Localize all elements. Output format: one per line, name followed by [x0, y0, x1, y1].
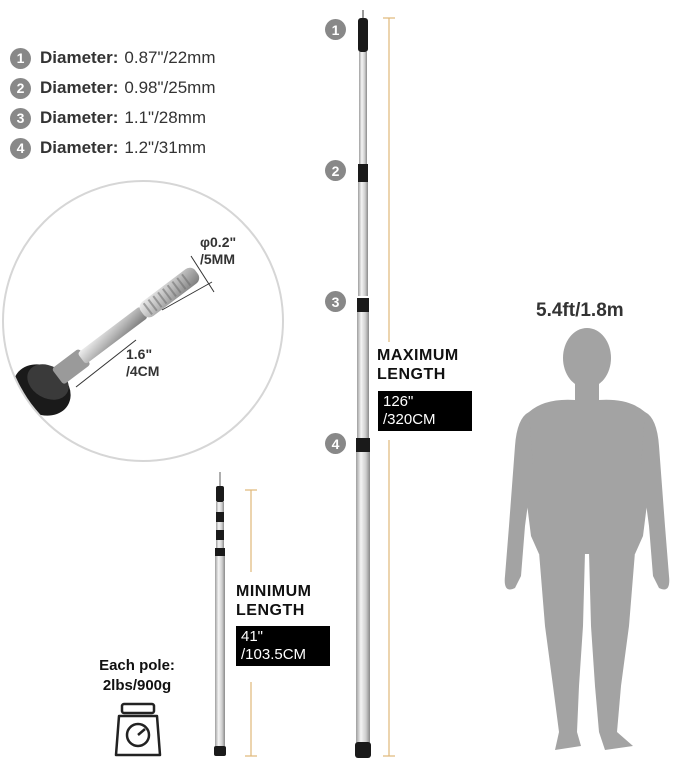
extended-pole: [355, 10, 371, 758]
maximum-title-line2: LENGTH: [377, 366, 446, 383]
spec-label: Diameter:: [40, 138, 119, 157]
person-height-label: 5.4ft/1.8m: [536, 300, 624, 321]
pin-length-label: 1.6" /4CM: [126, 346, 159, 380]
spec-label: Diameter:: [40, 108, 119, 127]
person-silhouette-icon: [504, 328, 670, 750]
pole-weight-label: Each pole: 2lbs/900g: [82, 656, 192, 696]
collapsed-pole: [214, 472, 226, 756]
minimum-length-title: MINIMUM LENGTH: [236, 582, 311, 620]
spec-value: 0.87"/22mm: [124, 48, 216, 67]
maximum-value-cm: /320CM: [383, 411, 436, 428]
pin-length-inch: 1.6": [126, 346, 153, 362]
section-marker-2: 2: [325, 160, 346, 181]
diameter-spec-3: 3 Diameter: 1.1"/28mm: [10, 106, 206, 130]
maximum-value-inch: 126": [383, 393, 414, 410]
weight-line2: 2lbs/900g: [102, 677, 172, 694]
minimum-value-cm: /103.5CM: [241, 646, 307, 663]
spec-label: Diameter:: [40, 48, 119, 67]
number-4-icon: 4: [10, 137, 31, 159]
section-marker-1: 1: [325, 19, 346, 40]
pin-diameter-inch: φ0.2": [200, 234, 237, 250]
section-marker-3: 3: [325, 291, 346, 312]
maximum-title-line1: MAXIMUM: [377, 347, 459, 364]
number-3-icon: 3: [10, 107, 31, 129]
pole-tip-detail-zoom: φ0.2" /5MM 1.6" /4CM: [2, 180, 284, 462]
pole-tip-illustration: [13, 255, 215, 416]
pin-length-cm: /4CM: [126, 363, 160, 379]
spec-label: Diameter:: [40, 78, 119, 97]
spec-value: 0.98"/25mm: [124, 78, 216, 97]
maximum-length-title: MAXIMUM LENGTH: [377, 346, 459, 384]
diameter-spec-4: 4 Diameter: 1.2"/31mm: [10, 136, 206, 160]
minimum-title-line2: LENGTH: [236, 602, 305, 619]
minimum-title-line1: MINIMUM: [236, 583, 312, 600]
minimum-length-value: 41" /103.5CM: [236, 626, 330, 666]
number-1-icon: 1: [10, 47, 31, 69]
spec-value: 1.2"/31mm: [124, 138, 207, 157]
weight-line1: Each pole:: [99, 657, 175, 674]
number-2-icon: 2: [10, 77, 31, 99]
maximum-length-value: 126" /320CM: [378, 391, 472, 431]
scale-icon: [114, 702, 162, 757]
spec-value: 1.1"/28mm: [124, 108, 207, 127]
diameter-spec-1: 1 Diameter: 0.87"/22mm: [10, 46, 216, 70]
pin-diameter-mm: /5MM: [200, 251, 235, 267]
diameter-spec-2: 2 Diameter: 0.98"/25mm: [10, 76, 216, 100]
minimum-value-inch: 41": [241, 628, 264, 645]
pin-diameter-label: φ0.2" /5MM: [200, 234, 236, 268]
section-marker-4: 4: [325, 433, 346, 454]
